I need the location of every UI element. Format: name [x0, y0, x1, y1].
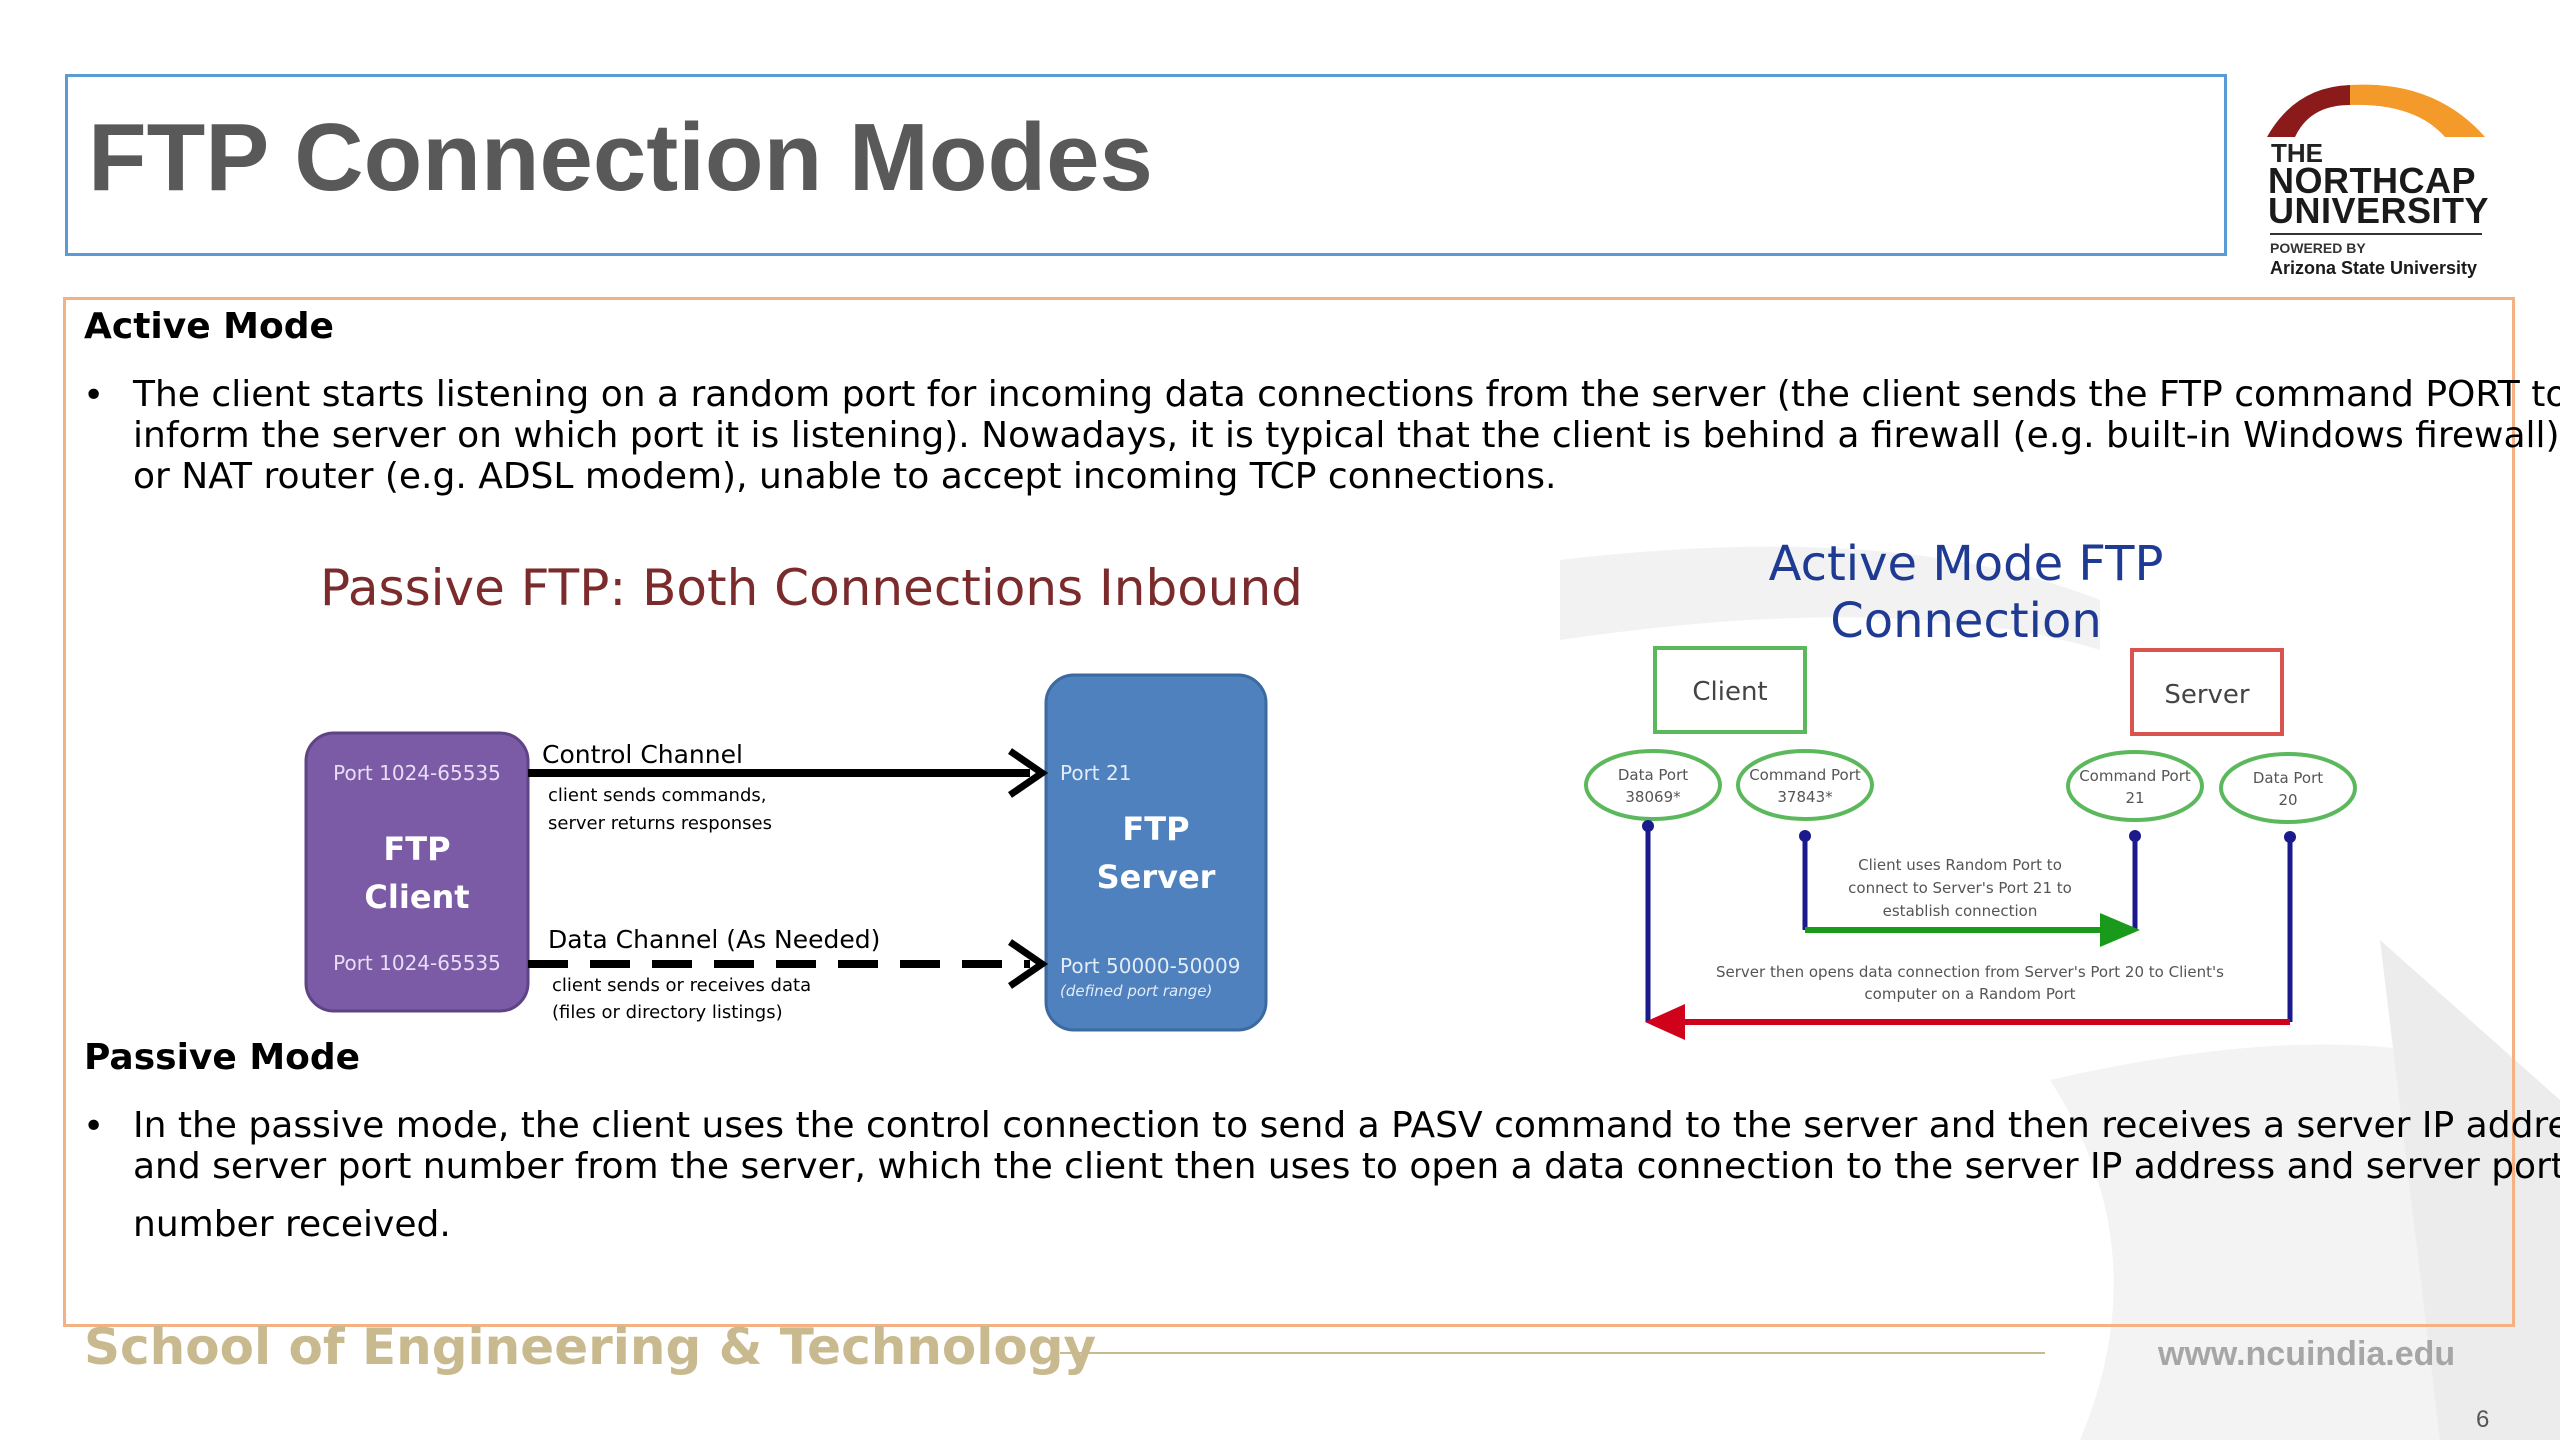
- client-box: [1653, 646, 1807, 734]
- logo-partner: Arizona State University: [2270, 258, 2478, 278]
- client-label-line1: FTP: [383, 830, 450, 868]
- control-channel-desc-1: client sends commands,: [548, 785, 767, 806]
- logo-powered-by: POWERED BY: [2270, 240, 2366, 256]
- passive-mode-line-2: and server port number from the server, …: [133, 1146, 2560, 1187]
- client-box-label: Client: [1692, 677, 1767, 707]
- data-arrowhead: [1008, 939, 1049, 989]
- port-client-command-line2: 37843*: [1777, 788, 1833, 806]
- port-client-command-line1: Command Port: [1749, 766, 1861, 784]
- green-note-2: connect to Server's Port 21 to: [1848, 879, 2072, 897]
- client-port-top: Port 1024-65535: [333, 761, 501, 785]
- port-oval-server-data: [2219, 752, 2357, 824]
- port-server-data-line2: 20: [2278, 791, 2297, 809]
- red-note-2: computer on a Random Port: [1864, 985, 2075, 1003]
- port-oval-client-command: [1736, 749, 1874, 821]
- passive-mode-line-1: In the passive mode, the client uses the…: [133, 1105, 2560, 1146]
- green-note-3: establish connection: [1883, 902, 2038, 920]
- data-channel-label: Data Channel (As Needed): [548, 925, 880, 954]
- passive-diagram-title: Passive FTP: Both Connections Inbound: [320, 559, 1300, 617]
- passive-mode-heading: Passive Mode: [84, 1037, 361, 1078]
- university-logo: THE NORTHCAP UNIVERSITY POWERED BY Arizo…: [2255, 75, 2495, 295]
- data-channel-desc-1: client sends or receives data: [552, 975, 811, 996]
- logo-name-line2: UNIVERSITY: [2268, 190, 2490, 231]
- bullet-marker: •: [83, 375, 105, 416]
- active-diagram-title-2: Connection: [1830, 593, 2102, 649]
- port-server-data-line1: Data Port: [2253, 769, 2323, 787]
- active-mode-line-1: The client starts listening on a random …: [133, 374, 2560, 415]
- green-arrowhead: [2100, 913, 2140, 947]
- footer-divider: [1060, 1352, 2045, 1354]
- logo-name-line1: NORTHCAP: [2268, 160, 2476, 201]
- port-server-command-line1: Command Port: [2079, 767, 2191, 785]
- ftp-server-box: [1044, 673, 1268, 1032]
- active-ftp-diagram: Active Mode FTP Connection Client Server…: [1584, 540, 2357, 1040]
- content-box: [63, 297, 2515, 1327]
- server-port-note: (defined port range): [1060, 982, 1212, 1000]
- active-mode-heading: Active Mode: [84, 306, 334, 347]
- ftp-client-box: [304, 731, 530, 1013]
- port-oval-server-command: [2066, 750, 2204, 822]
- control-arrowhead: [1008, 748, 1049, 798]
- title-box: FTP Connection Modes: [65, 74, 2227, 256]
- logo-the: THE: [2271, 138, 2323, 168]
- server-box: [2130, 648, 2284, 736]
- passive-mode-line-3: number received.: [133, 1204, 451, 1245]
- server-box-label: Server: [2164, 680, 2250, 710]
- page-number: 6: [2476, 1406, 2490, 1433]
- footer-school-name: School of Engineering & Technology: [84, 1318, 1097, 1376]
- active-diagram-title-1: Active Mode FTP: [1769, 540, 2164, 592]
- server-port-bottom: Port 50000-50009: [1060, 954, 1240, 978]
- logo-arc-icon: [2267, 84, 2485, 137]
- red-note-1: Server then opens data connection from S…: [1716, 963, 2224, 981]
- footer-url: www.ncuindia.edu: [2158, 1335, 2456, 1373]
- slide-title: FTP Connection Modes: [88, 104, 1153, 211]
- port-server-command-line2: 21: [2125, 789, 2144, 807]
- port-oval-client-data: [1584, 749, 1722, 821]
- client-label-line2: Client: [364, 878, 469, 916]
- client-port-bottom: Port 1024-65535: [333, 951, 501, 975]
- port-client-data-line1: Data Port: [1618, 766, 1688, 784]
- logo-divider: [2270, 233, 2482, 235]
- server-port-top: Port 21: [1060, 761, 1131, 785]
- green-note-1: Client uses Random Port to: [1858, 856, 2062, 874]
- data-channel-desc-2: (files or directory listings): [552, 1002, 783, 1023]
- active-mode-line-3: or NAT router (e.g. ADSL modem), unable …: [133, 456, 1557, 497]
- port-client-data-line2: 38069*: [1625, 788, 1681, 806]
- server-label-line1: FTP: [1122, 810, 1189, 848]
- control-channel-desc-2: server returns responses: [548, 813, 772, 834]
- server-label-line2: Server: [1097, 858, 1216, 896]
- passive-ftp-diagram: Passive FTP: Both Connections Inbound Po…: [304, 559, 1300, 1032]
- active-mode-line-2: inform the server on which port it is li…: [133, 415, 2560, 456]
- control-channel-label: Control Channel: [542, 740, 743, 769]
- red-arrowhead: [1645, 1004, 1685, 1040]
- bullet-marker: •: [83, 1106, 105, 1147]
